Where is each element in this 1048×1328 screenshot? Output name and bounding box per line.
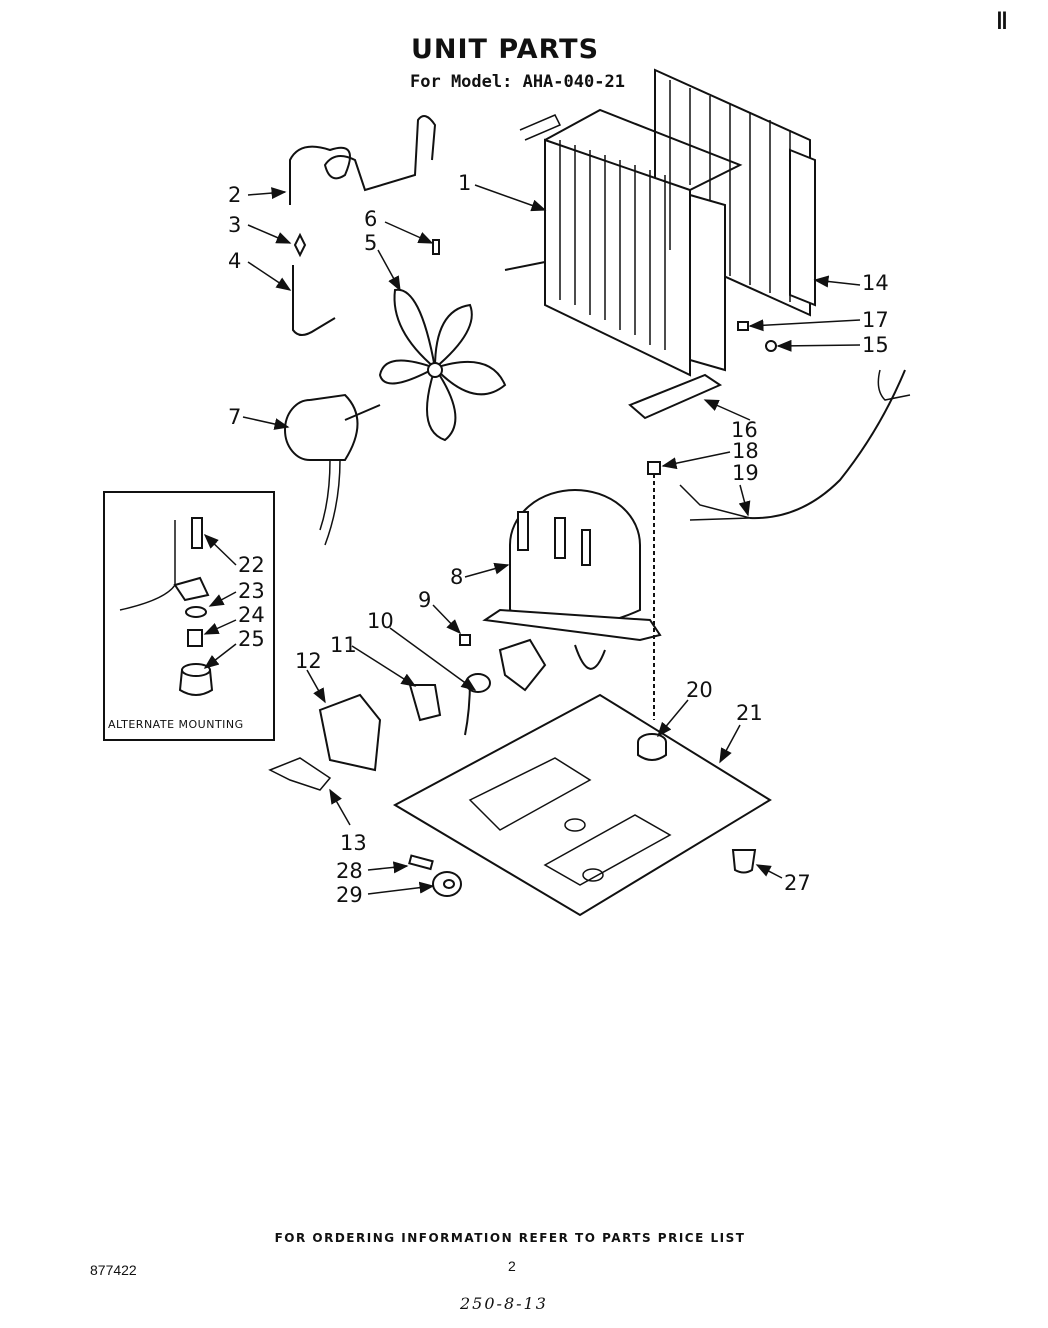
- model-line: For Model: AHA-040-21: [410, 72, 625, 92]
- mounting-bolt: [647, 461, 661, 720]
- page-number: 2: [508, 1258, 516, 1274]
- callout-9: 9: [418, 588, 431, 612]
- callout-2: 2: [228, 183, 241, 207]
- callout-25: 25: [238, 627, 265, 651]
- document-number: 877422: [90, 1262, 137, 1278]
- alternate-mounting-caption: ALTERNATE MOUNTING: [108, 718, 244, 731]
- callout-19: 19: [732, 461, 759, 485]
- leader-lines: [203, 184, 861, 895]
- isolators-and-feet: [408, 733, 757, 897]
- base-pan: [392, 693, 772, 917]
- callout-8: 8: [450, 565, 463, 589]
- callout-15: 15: [862, 333, 889, 357]
- alternate-mounting-inset: ALTERNATE MOUNTING: [103, 491, 275, 741]
- coil-brackets: [628, 321, 777, 420]
- electrical-components: [268, 634, 547, 791]
- ordering-note: FOR ORDERING INFORMATION REFER TO PARTS …: [274, 1231, 746, 1245]
- callout-13: 13: [340, 831, 367, 855]
- callout-20: 20: [686, 678, 713, 702]
- callout-10: 10: [367, 609, 394, 633]
- callout-28: 28: [336, 859, 363, 883]
- handwritten-code: 250-8-13: [460, 1294, 548, 1313]
- callout-14: 14: [862, 271, 889, 295]
- callout-27: 27: [784, 871, 811, 895]
- callout-3: 3: [228, 213, 241, 237]
- callout-29: 29: [336, 883, 363, 907]
- callout-16: 16: [731, 418, 758, 442]
- callout-18: 18: [732, 439, 759, 463]
- callout-1: 1: [458, 171, 471, 195]
- fan-motor: [284, 393, 381, 546]
- compressor: [482, 489, 662, 670]
- capillary-tube-assembly: [289, 115, 437, 336]
- condenser-coil: [504, 68, 816, 377]
- fan-blade: [378, 239, 507, 442]
- callout-6: 6: [364, 207, 377, 231]
- wire-harness: [679, 369, 911, 521]
- callout-7: 7: [228, 405, 241, 429]
- callout-17: 17: [862, 308, 889, 332]
- callout-4: 4: [228, 249, 241, 273]
- part-callouts: 1 2 3 4 5 6 7 8 9 10 11 12 13 14 15 16 1…: [228, 171, 889, 907]
- callout-12: 12: [295, 649, 322, 673]
- callout-23: 23: [238, 579, 265, 603]
- corner-mark: ‖: [996, 8, 1008, 35]
- page-title: UNIT PARTS: [410, 34, 600, 65]
- callout-5: 5: [364, 231, 377, 255]
- callout-22: 22: [238, 553, 265, 577]
- callout-21: 21: [736, 701, 763, 725]
- callout-24: 24: [238, 603, 265, 627]
- callout-11: 11: [330, 633, 357, 657]
